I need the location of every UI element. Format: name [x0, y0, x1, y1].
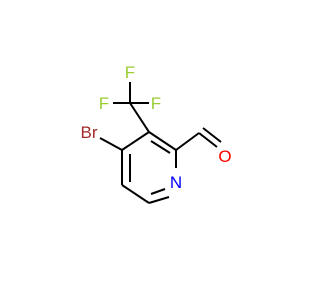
atom-label-f-top: F: [125, 63, 135, 82]
atom-label-f-left: F: [99, 94, 109, 113]
bond-c3-cf3: [129, 102, 150, 133]
bond-c4-c3: [121, 131, 150, 151]
bond-n-c6: [148, 196, 170, 204]
bond-c2-cho: [175, 132, 200, 151]
atom-labels: Br N O F F F: [81, 63, 232, 192]
bonds: [99, 82, 222, 204]
bond-cho-o-b: [202, 127, 222, 143]
molecule-structure-diagram: Br N O F F F: [81, 63, 232, 204]
bond-c3-c2-inner: [150, 140, 171, 154]
bond-c4-br: [99, 137, 123, 151]
atom-label-n: N: [170, 173, 182, 192]
bond-cho-o-a: [198, 132, 218, 148]
bond-n-c6-inner: [150, 188, 166, 195]
atom-label-f-right: F: [151, 94, 161, 113]
atom-label-br: Br: [81, 123, 98, 142]
atom-label-o: O: [218, 147, 231, 166]
bond-c3-c2: [148, 131, 177, 151]
bond-c6-c5: [121, 184, 150, 204]
